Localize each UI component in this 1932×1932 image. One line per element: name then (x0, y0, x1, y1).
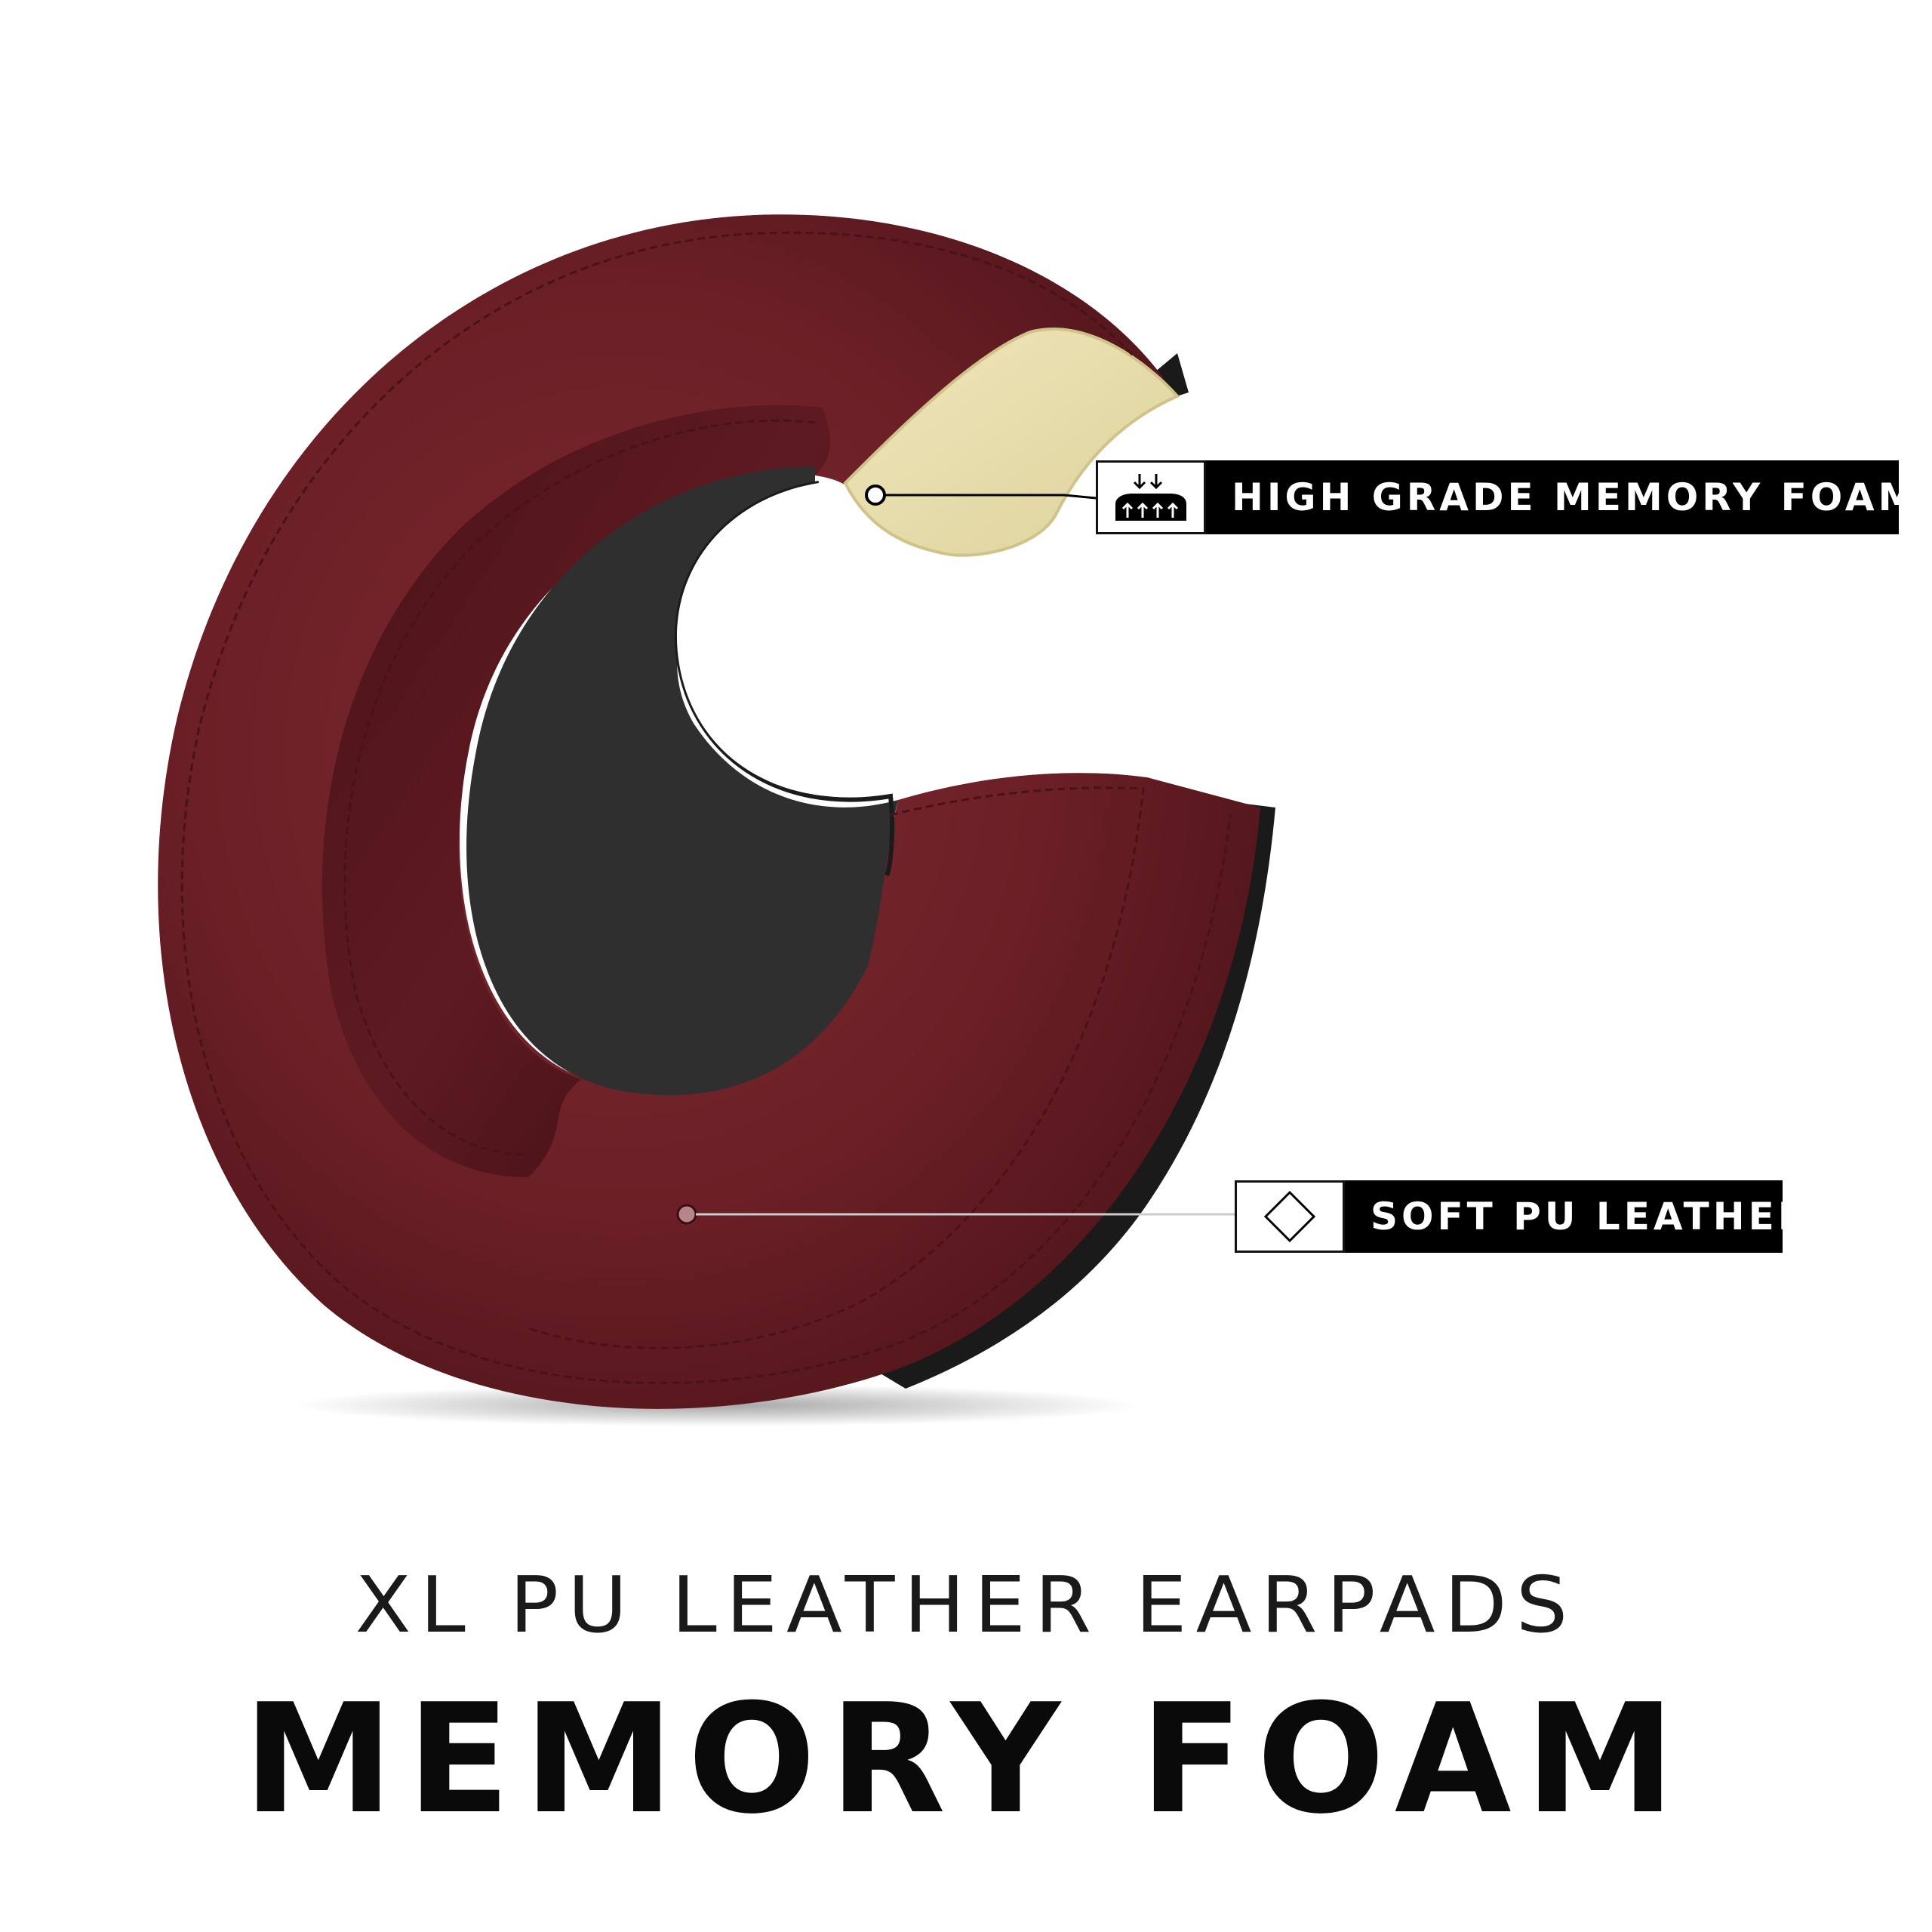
pad-backing (868, 353, 1275, 1389)
callout-pu-leather: SOFT PU LEATHER (1235, 1180, 1807, 1253)
leather-pointer-dot (676, 1204, 697, 1225)
stitch-outer (180, 231, 1232, 1385)
stitch-lower (528, 786, 1145, 1349)
foam-pointer-line (884, 494, 1097, 500)
foam-pointer-dot (865, 485, 886, 506)
callout-memory-foam: HIGH GRADE MEMORY FOAM (1096, 460, 1915, 534)
pad-opening (676, 483, 1147, 800)
diamond-icon (1235, 1180, 1345, 1253)
mesh-fabric (466, 466, 898, 1096)
product-subtitle: XL PU LEATHER EARPADS (355, 1561, 1577, 1651)
stitch-inner (343, 419, 816, 1156)
leather-inner-wall (321, 405, 830, 1177)
foam-cross-section (843, 328, 1180, 557)
foam-compression-icon (1096, 460, 1206, 534)
product-title: MEMORY FOAM (243, 1672, 1689, 1847)
callout-label: HIGH GRADE MEMORY FOAM (1206, 460, 1915, 534)
callout-label: SOFT PU LEATHER (1345, 1180, 1807, 1253)
